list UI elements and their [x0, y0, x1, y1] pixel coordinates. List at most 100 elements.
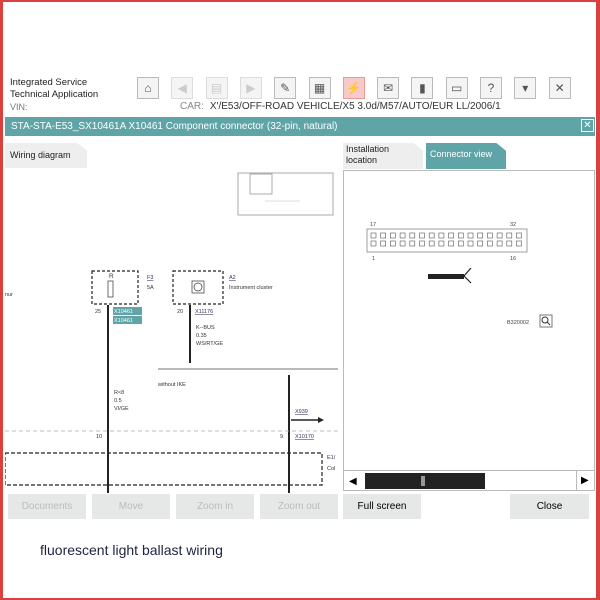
close-button[interactable]: ✕	[548, 77, 571, 99]
connector-pin[interactable]	[419, 240, 425, 247]
kbus-color: WS/RT/GE	[196, 341, 223, 347]
pin-9: 9	[280, 434, 283, 440]
connector-pin[interactable]	[409, 232, 416, 239]
connector-view-panel: 17 32 1 16 B320002 ◀ ▶	[343, 170, 595, 491]
connector-pin[interactable]	[506, 240, 513, 247]
back-button[interactable]: ◀	[171, 77, 194, 99]
tab-wiring-diagram[interactable]: Wiring diagram	[5, 143, 87, 168]
connector-pin[interactable]	[380, 232, 387, 239]
connector-icon: ⚡	[346, 81, 362, 95]
help-button[interactable]: ?	[480, 77, 502, 99]
connector-pin[interactable]	[380, 240, 387, 247]
wire-harness-icon	[428, 274, 464, 279]
connector-pin[interactable]	[516, 240, 522, 247]
move-button[interactable]: Move	[92, 494, 170, 519]
connector-x10461-highlight[interactable]: X10461	[114, 309, 133, 315]
pin-20: 20	[177, 309, 183, 315]
pages-button[interactable]: ▤	[205, 77, 228, 99]
close-button[interactable]: Close	[510, 494, 589, 519]
connector-pin[interactable]	[399, 240, 406, 247]
connector-pin[interactable]	[419, 232, 425, 239]
minimize-button[interactable]: ▾	[514, 77, 537, 99]
scrollbar-thumb[interactable]	[365, 473, 485, 489]
app-title-line1: Integrated Service	[10, 77, 88, 88]
connector-pin[interactable]	[409, 240, 416, 247]
fuse-box[interactable]	[91, 270, 139, 305]
connector-x10170-link[interactable]: X10170	[295, 434, 314, 440]
pin-16-label: 16	[510, 256, 516, 262]
control-unit-box[interactable]	[5, 452, 323, 486]
app-title: Integrated Service Technical Application	[10, 77, 98, 101]
connector-x10461-highlight-2[interactable]: X10461	[114, 318, 133, 324]
kbus-label: K--BUS	[196, 325, 215, 331]
connector-pin[interactable]	[448, 232, 454, 239]
cluster-name: Instrument cluster	[229, 285, 273, 291]
connector-pin[interactable]	[487, 240, 493, 247]
battery-button[interactable]: ▮	[411, 77, 434, 99]
full-screen-button[interactable]: Full screen	[343, 494, 421, 519]
connector-pin[interactable]	[370, 240, 377, 247]
pages-icon: ▤	[210, 81, 223, 95]
pin-32-label: 32	[510, 222, 516, 228]
connector-pin[interactable]	[390, 240, 396, 247]
tab-connector-view[interactable]: Connector view	[426, 143, 506, 169]
forward-button[interactable]: ▶	[239, 77, 262, 99]
home-icon: ⌂	[144, 81, 152, 95]
r-color: VI/GE	[114, 406, 129, 412]
vin-label: VIN:	[10, 102, 28, 112]
connector-pin[interactable]	[487, 232, 493, 239]
documents-button[interactable]: Documents	[8, 494, 86, 519]
kbus-size: 0.35	[196, 333, 207, 339]
connector-x939-link[interactable]: X939	[295, 409, 308, 415]
connector-button[interactable]: ⚡	[342, 77, 365, 99]
connector-pin[interactable]	[477, 232, 483, 239]
car-info: CAR:X'/E53/OFF-ROAD VEHICLE/X5 3.0d/M57/…	[180, 101, 501, 112]
wrench-icon: ✎	[280, 81, 291, 95]
connector-pin[interactable]	[370, 232, 377, 239]
image-ref: B320002	[507, 320, 529, 326]
connector-pin[interactable]	[467, 232, 474, 239]
horizontal-scrollbar[interactable]: ◀ ▶	[344, 470, 594, 491]
connector-pin[interactable]	[458, 240, 464, 247]
print-button[interactable]: ▭	[445, 77, 468, 99]
module-button[interactable]: ▦	[308, 77, 331, 99]
cluster-id-link[interactable]: A2	[229, 275, 236, 281]
connector-pin[interactable]	[516, 232, 522, 239]
module-icon: ▦	[313, 81, 326, 95]
back-icon: ◀	[177, 81, 187, 95]
scroll-left-arrow[interactable]: ◀	[349, 476, 357, 487]
car-label: CAR:	[180, 101, 204, 112]
connector-pin[interactable]	[390, 232, 396, 239]
connector-pin[interactable]	[399, 232, 406, 239]
pin-25: 25	[95, 309, 101, 315]
zoom-in-button[interactable]: Zoom in	[176, 494, 254, 519]
connector-pin[interactable]	[428, 232, 435, 239]
connector-pin[interactable]	[506, 232, 513, 239]
pin-10: 10	[96, 434, 102, 440]
close-panel-icon[interactable]: ✕	[581, 119, 594, 132]
connector-pin[interactable]	[448, 240, 454, 247]
mail-button[interactable]: ✉	[377, 77, 400, 99]
overview-minimap[interactable]	[237, 172, 334, 216]
connector-pin[interactable]	[496, 232, 503, 239]
connector-pin[interactable]	[458, 232, 464, 239]
scroll-right-arrow[interactable]: ▶	[576, 471, 594, 491]
connector-x11176-link[interactable]: X11176	[195, 309, 213, 315]
help-icon: ?	[487, 81, 495, 95]
wrench-button[interactable]: ✎	[274, 77, 297, 99]
instrument-cluster-box[interactable]	[172, 270, 224, 305]
connector-pin[interactable]	[467, 240, 474, 247]
connector-pin[interactable]	[438, 240, 445, 247]
zoom-out-button[interactable]: Zoom out	[260, 494, 338, 519]
fuse-letter: R	[109, 273, 114, 280]
connector-pin[interactable]	[496, 240, 503, 247]
minimap-viewport[interactable]	[249, 173, 273, 195]
fuse-id-link[interactable]: F3	[147, 275, 153, 281]
tab-installation-location[interactable]: Installation location	[343, 143, 423, 169]
connector-pin[interactable]	[477, 240, 483, 247]
connector-pin[interactable]	[438, 232, 445, 239]
connector-pin[interactable]	[428, 240, 435, 247]
home-button[interactable]: ⌂	[137, 77, 159, 99]
wiring-diagram[interactable]: nur R F3 5A A2 Instrument cluster 25 X10…	[5, 168, 338, 493]
